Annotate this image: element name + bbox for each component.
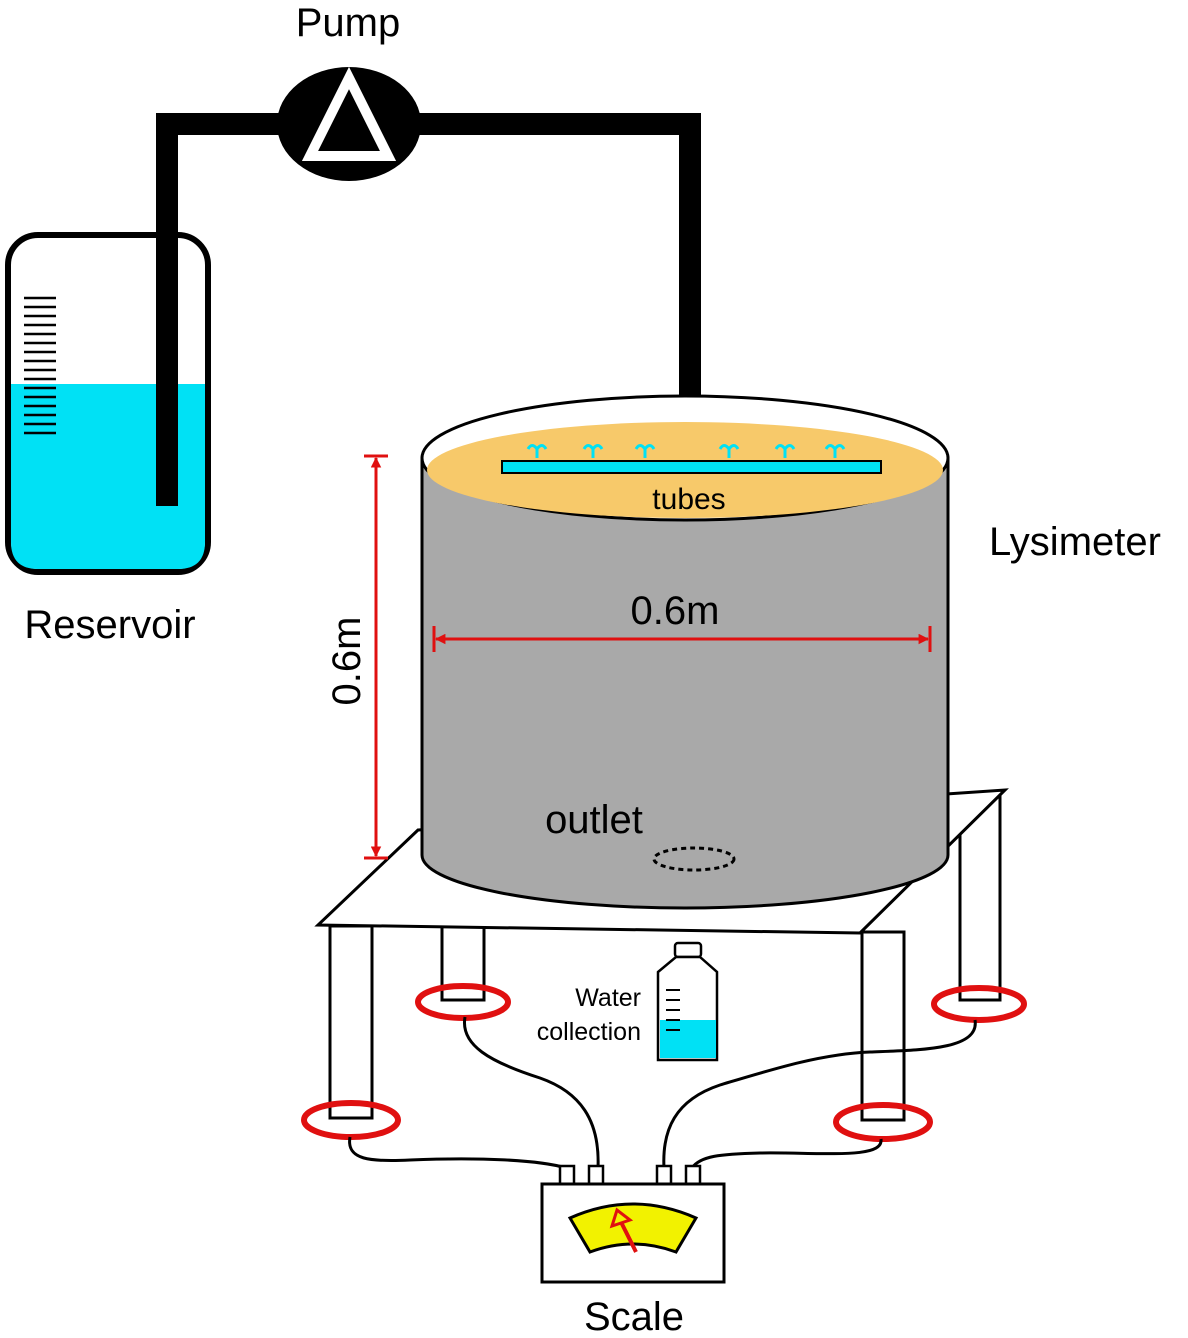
tubes-label: tubes: [652, 483, 725, 516]
load-cell-back-right: [931, 985, 1027, 1023]
lysimeter-label: Lysimeter: [989, 520, 1161, 564]
width-dimension: [432, 626, 932, 652]
scale-connector-2: [587, 1164, 605, 1186]
height-dimension: [364, 454, 388, 860]
outlet-label: outlet: [545, 798, 643, 842]
load-cell-back-left: [415, 983, 511, 1021]
bottle-cap: [673, 941, 703, 959]
reservoir-label: Reservoir: [24, 603, 195, 647]
pump: [277, 66, 421, 181]
height-dimension-label: 0.6m: [325, 617, 369, 706]
scale-connector-4: [684, 1164, 702, 1186]
width-dimension-label: 0.6m: [631, 589, 720, 633]
bottle-water: [660, 1020, 716, 1058]
water-collection-label-line2: collection: [537, 1018, 641, 1046]
outlet-hole: [652, 846, 736, 872]
water-spray-icon: [526, 444, 846, 458]
scale: [540, 1164, 726, 1284]
scale-label: Scale: [584, 1295, 684, 1338]
load-cells: [301, 983, 1027, 1142]
distribution-tubes: [501, 444, 882, 474]
pump-label: Pump: [296, 1, 401, 45]
lysimeter-tank: [420, 394, 950, 910]
needle-gauge-icon: [567, 1202, 699, 1254]
load-cell-cables: [348, 1016, 977, 1170]
load-cell-front-right: [833, 1102, 933, 1142]
scale-connector-1: [558, 1164, 576, 1186]
supply-pipe: [156, 113, 701, 506]
scale-connector-3: [655, 1164, 673, 1186]
tank-body: [420, 456, 950, 910]
water-collection-bottle: [656, 941, 719, 1062]
bottle-graduations: [666, 989, 680, 1031]
water-collection-label-line1: Water: [575, 984, 641, 1012]
load-cell-front-left: [301, 1100, 401, 1140]
leg-front-left: [328, 924, 374, 1120]
tube-bar: [501, 460, 882, 474]
reservoir-graduations: [24, 296, 56, 435]
triangle-in-circle-pump-icon: [301, 66, 397, 161]
leg-front-right: [860, 930, 906, 1122]
table-front-legs: [328, 924, 906, 1122]
